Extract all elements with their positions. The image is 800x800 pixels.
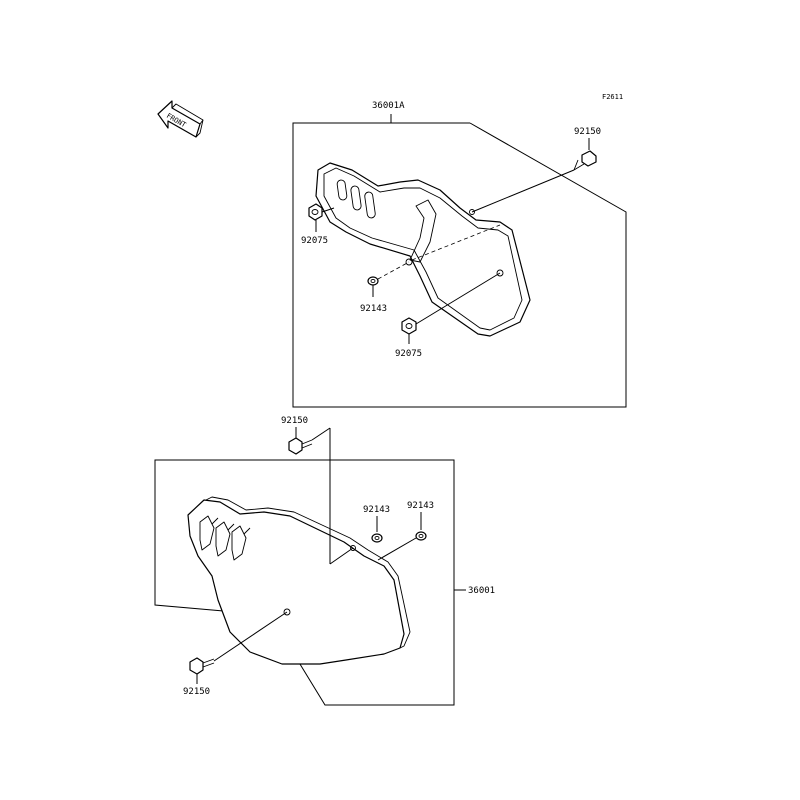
upper-side-cover-guard (315, 162, 531, 337)
upper-grommet-label: 92075 (301, 236, 328, 246)
front-arrow-icon: FRONT (157, 100, 204, 138)
lower-collar-right-label: 92143 (407, 501, 434, 511)
lower-part-number: 36001 (468, 586, 495, 596)
upper-bolt-label: 92150 (574, 127, 601, 137)
lower-side-cover (187, 496, 411, 665)
upper-grommet: 92075 (301, 203, 335, 246)
upper-bolt: 92150 (471, 127, 601, 213)
lower-bottom-bolt-label: 92150 (183, 687, 210, 697)
lower-upper-bolt: 92150 (281, 416, 354, 565)
figure-code: F2611 (602, 93, 623, 101)
upper-assembly-frame: 36001A (292, 101, 627, 408)
upper-collar: 92143 (360, 224, 501, 314)
lower-collar-left-label: 92143 (363, 505, 390, 515)
lower-upper-bolt-label: 92150 (281, 416, 308, 426)
upper-collar-label: 92143 (360, 304, 387, 314)
lower-assembly-frame: 36001 (154, 459, 495, 706)
lower-collar-left: 92143 (363, 505, 390, 543)
upper-part-number: 36001A (372, 101, 405, 111)
lower-grommet-label: 92075 (395, 349, 422, 359)
lower-bottom-bolt: 92150 (183, 611, 288, 697)
lower-collar-right: 92143 (377, 501, 434, 561)
lower-grommet: 92075 (395, 272, 501, 359)
